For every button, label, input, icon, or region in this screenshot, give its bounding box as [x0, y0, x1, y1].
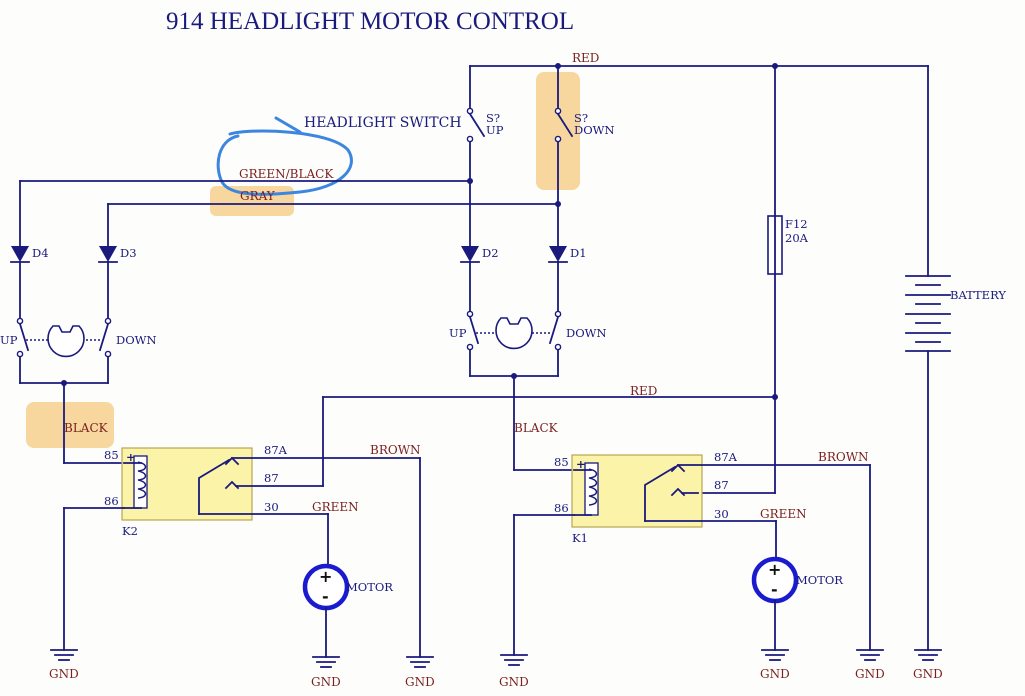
k1-plus: + — [576, 457, 586, 471]
k2-pin-87: 87 — [264, 471, 279, 485]
label-d4: D4 — [32, 246, 49, 260]
motor-k1-minus: - — [771, 580, 778, 599]
right-down-label: DOWN — [566, 326, 607, 340]
k1-pin-87: 87 — [714, 478, 729, 492]
k1-coil — [588, 468, 598, 506]
motor-k1-label: MOTOR — [796, 573, 843, 587]
switch-down-ref: S? — [574, 111, 588, 125]
gnd-label: GND — [913, 667, 943, 681]
right-up-blade — [468, 315, 480, 345]
label-d2: D2 — [482, 246, 499, 260]
gnd-symbol — [856, 649, 884, 661]
k2-pin-87a: 87A — [264, 443, 288, 457]
wire-label-green-k1: GREEN — [760, 507, 807, 521]
contact — [104, 317, 112, 325]
gnd-symbol — [406, 656, 434, 668]
motor-k1-plus: + — [768, 560, 781, 579]
k1-ref: K1 — [572, 531, 588, 545]
gnd-label: GND — [499, 675, 529, 689]
wire-label-green-k2: GREEN — [312, 500, 359, 514]
k2-coil — [137, 461, 147, 499]
wire-label-brown-k2: BROWN — [370, 443, 421, 457]
gnd-label: GND — [311, 675, 341, 689]
wire-label-black-right: BLACK — [514, 421, 559, 435]
k1-pin-30: 30 — [714, 507, 729, 521]
wire-label-red-mid: RED — [630, 384, 657, 398]
motor-k2-plus: + — [319, 567, 332, 586]
switch-down-contact — [554, 107, 562, 115]
gnd-label: GND — [405, 675, 435, 689]
right-down-blade — [548, 315, 560, 345]
gnd-symbol — [761, 649, 789, 661]
label-d3: D3 — [120, 246, 137, 260]
switch-down-blade — [556, 112, 574, 138]
left-up-label: UP — [0, 333, 18, 347]
gnd-symbol — [500, 654, 528, 666]
left-down-blade — [98, 322, 110, 352]
headlight-switch-label: HEADLIGHT SWITCH — [304, 115, 462, 131]
wire-label-green-black: GREEN/BLACK — [239, 167, 334, 181]
wire-label-gray: GRAY — [240, 189, 276, 203]
label-d1: D1 — [570, 246, 587, 260]
k2-pin-86: 86 — [104, 494, 119, 508]
switch-up-contact — [466, 107, 474, 115]
gnd-label: GND — [760, 667, 790, 681]
gnd-symbol — [50, 649, 78, 661]
left-cam — [47, 325, 85, 358]
wire-label-red-top: RED — [572, 51, 599, 65]
k2-ref: K2 — [122, 524, 138, 538]
contact — [466, 343, 474, 351]
right-cam — [495, 317, 533, 350]
switch-down-contact — [554, 135, 562, 143]
highlight-black-wire — [26, 402, 114, 448]
highlight-down-switch — [536, 72, 580, 190]
gnd-symbol — [914, 649, 942, 661]
pen-arrow — [274, 116, 302, 134]
motor-k2-minus: - — [322, 587, 329, 606]
k2-plus: + — [126, 450, 136, 464]
contact — [554, 343, 562, 351]
contact — [16, 317, 24, 325]
left-up-blade — [18, 322, 30, 352]
gnd-symbol — [312, 656, 340, 668]
switch-up-blade — [468, 112, 486, 138]
diode-d4 — [11, 246, 29, 262]
gnd-label: GND — [49, 667, 79, 681]
gnd-label: GND — [855, 667, 885, 681]
contact — [554, 310, 562, 318]
battery — [905, 275, 951, 352]
switch-up-pos: UP — [486, 123, 504, 137]
fuse-rating: 20A — [785, 231, 809, 245]
contact — [104, 350, 112, 358]
contact — [466, 310, 474, 318]
switch-down-pos: DOWN — [574, 123, 615, 137]
wire-label-black-left: BLACK — [64, 421, 109, 435]
left-down-label: DOWN — [116, 333, 157, 347]
pen-circle — [216, 129, 353, 196]
right-up-label: UP — [449, 326, 467, 340]
motor-k2-label: MOTOR — [346, 580, 393, 594]
diode-d1 — [549, 246, 567, 262]
wire-label-brown-k1: BROWN — [818, 450, 869, 464]
diode-d2 — [461, 246, 479, 262]
k2-armature — [198, 458, 231, 515]
k1-pin-87a: 87A — [714, 450, 738, 464]
diagram-title: 914 HEADLIGHT MOTOR CONTROL — [166, 8, 574, 35]
switch-up-ref: S? — [486, 111, 500, 125]
k2-pin-30: 30 — [264, 500, 279, 514]
k1-pin-85: 85 — [554, 455, 569, 469]
k1-armature — [644, 465, 677, 522]
fuse-ref: F12 — [785, 217, 808, 231]
switch-up-contact — [466, 135, 474, 143]
k1-pin-86: 86 — [554, 501, 569, 515]
contact — [16, 350, 24, 358]
k2-pin-85: 85 — [104, 448, 119, 462]
battery-label: BATTERY — [950, 288, 1006, 302]
diode-d3 — [99, 246, 117, 262]
